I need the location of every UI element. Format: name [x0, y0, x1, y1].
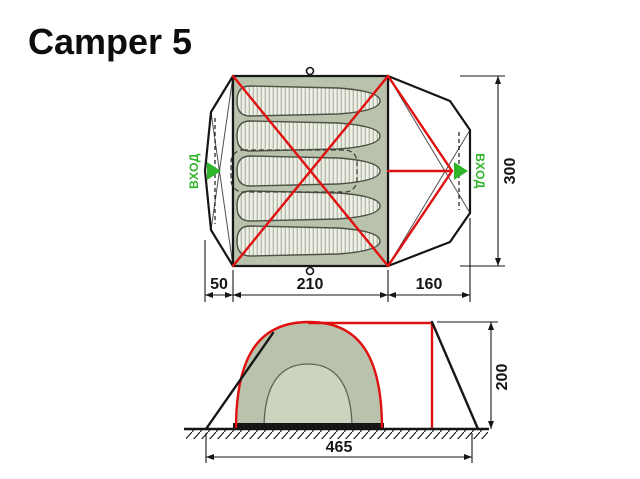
entrance-label-left: ВХОД: [187, 153, 201, 189]
guy-point: [305, 66, 315, 76]
right-fold-line: [387, 129, 471, 267]
dim-right-vestibule-label: 160: [416, 276, 443, 293]
dim-total-width-label: 465: [326, 439, 353, 456]
dim-left-vestibule-label: 50: [210, 276, 228, 293]
dimension-depth: 300: [460, 75, 519, 267]
sleeping-bag: [236, 155, 381, 187]
dim-inner-width-label: 210: [297, 276, 324, 293]
side-view: 465 200: [184, 320, 511, 463]
right-fold-line: [387, 75, 471, 214]
frame-pole-right-upper: [386, 74, 454, 173]
door-arc: [263, 363, 353, 430]
diagram-title: Camper 5: [28, 21, 192, 62]
entrance-label-right: ВХОД: [473, 153, 487, 189]
slope-left: [204, 331, 275, 431]
frame-pole-diagonal: [231, 74, 390, 268]
sleeping-bag: [236, 120, 381, 152]
floor-bar: [233, 423, 384, 429]
dimension-total-width: 465: [205, 433, 473, 463]
dim-depth-label: 300: [502, 158, 519, 185]
dim-height-label: 200: [494, 364, 511, 391]
dimension-height: 200: [437, 321, 511, 429]
sleeping-bag: [236, 190, 381, 222]
ground-hatch: [186, 430, 488, 439]
frame-pole-right-lower: [386, 169, 454, 268]
slope-right: [430, 320, 480, 431]
guy-point: [305, 266, 315, 276]
entrance-arrow-icon: [454, 162, 468, 180]
dimension-widths: 50 210 160: [204, 218, 471, 302]
entrance-arrow-icon: [207, 162, 221, 180]
left-fold-line: [210, 111, 234, 267]
top-view: ВХОД ВХОД 50 210 160: [187, 66, 519, 302]
sleeping-bag: [236, 225, 381, 257]
